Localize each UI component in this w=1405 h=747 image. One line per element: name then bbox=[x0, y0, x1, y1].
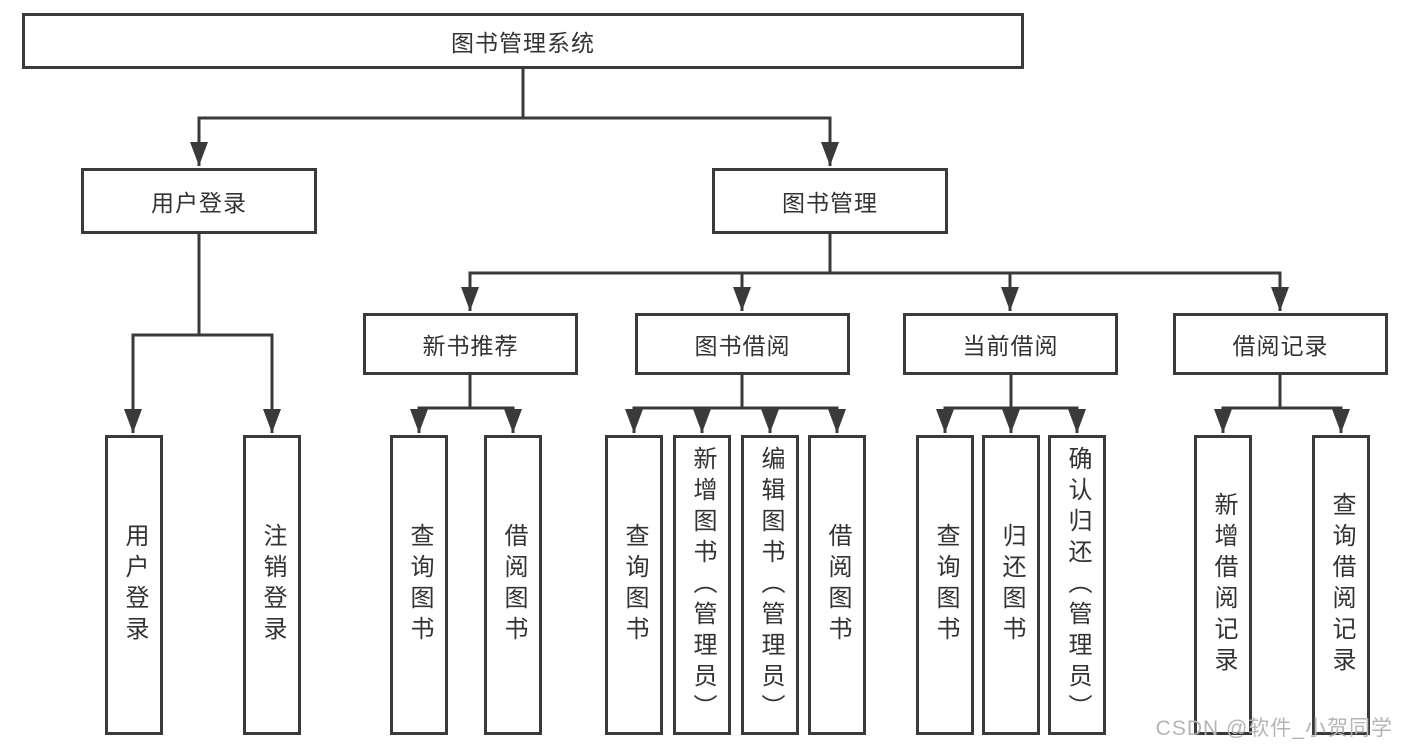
leaf-add-borrow-record: 新增借阅记录 bbox=[1194, 435, 1252, 735]
node-label: 查询图书 bbox=[932, 523, 959, 647]
leaf-borrow-book-recommend: 借阅图书 bbox=[484, 435, 542, 735]
node-label: 图书管理 bbox=[782, 190, 878, 216]
leaf-query-book-borrow: 查询图书 bbox=[605, 435, 663, 735]
node-book-management: 图书管理 bbox=[712, 168, 948, 234]
leaf-query-book-recommend: 查询图书 bbox=[390, 435, 448, 735]
node-user-login: 用户登录 bbox=[81, 168, 317, 234]
node-label: 确认归还（管理员） bbox=[1064, 445, 1091, 725]
node-label: 图书借阅 bbox=[694, 333, 791, 359]
leaf-query-borrow-record: 查询借阅记录 bbox=[1312, 435, 1370, 735]
node-book-borrow: 图书借阅 bbox=[635, 313, 850, 375]
csdn-watermark: CSDN @软件_小贺同学 bbox=[1155, 717, 1393, 740]
node-label: 图书管理系统 bbox=[451, 30, 595, 56]
node-borrow-records: 借阅记录 bbox=[1173, 313, 1388, 375]
node-label: 用户登录 bbox=[121, 523, 148, 647]
node-label: 新书推荐 bbox=[422, 333, 519, 359]
node-new-book-recommend: 新书推荐 bbox=[363, 313, 578, 375]
node-label: 用户登录 bbox=[151, 190, 247, 216]
leaf-return-book: 归还图书 bbox=[982, 435, 1040, 735]
node-label: 归还图书 bbox=[998, 523, 1025, 647]
node-label: 当前借阅 bbox=[962, 333, 1059, 359]
leaf-query-book-current: 查询图书 bbox=[916, 435, 974, 735]
node-label: 查询图书 bbox=[406, 523, 433, 647]
node-label: 借阅记录 bbox=[1232, 333, 1329, 359]
node-label: 借阅图书 bbox=[824, 523, 851, 647]
leaf-user-login: 用户登录 bbox=[105, 435, 163, 735]
leaf-borrow-book: 借阅图书 bbox=[808, 435, 866, 735]
node-label: 查询图书 bbox=[621, 523, 648, 647]
node-label: 新增借阅记录 bbox=[1210, 492, 1237, 678]
node-label: 编辑图书（管理员） bbox=[757, 445, 784, 725]
leaf-confirm-return-admin: 确认归还（管理员） bbox=[1048, 435, 1106, 735]
node-label: 查询借阅记录 bbox=[1328, 492, 1355, 678]
node-label: 借阅图书 bbox=[500, 523, 527, 647]
leaf-add-book-admin: 新增图书（管理员） bbox=[673, 435, 731, 735]
node-root-library-system: 图书管理系统 bbox=[22, 13, 1024, 69]
node-label: 新增图书（管理员） bbox=[689, 445, 716, 725]
leaf-logout: 注销登录 bbox=[243, 435, 301, 735]
leaf-edit-book-admin: 编辑图书（管理员） bbox=[741, 435, 799, 735]
node-current-borrow: 当前借阅 bbox=[903, 313, 1118, 375]
node-label: 注销登录 bbox=[259, 523, 286, 647]
